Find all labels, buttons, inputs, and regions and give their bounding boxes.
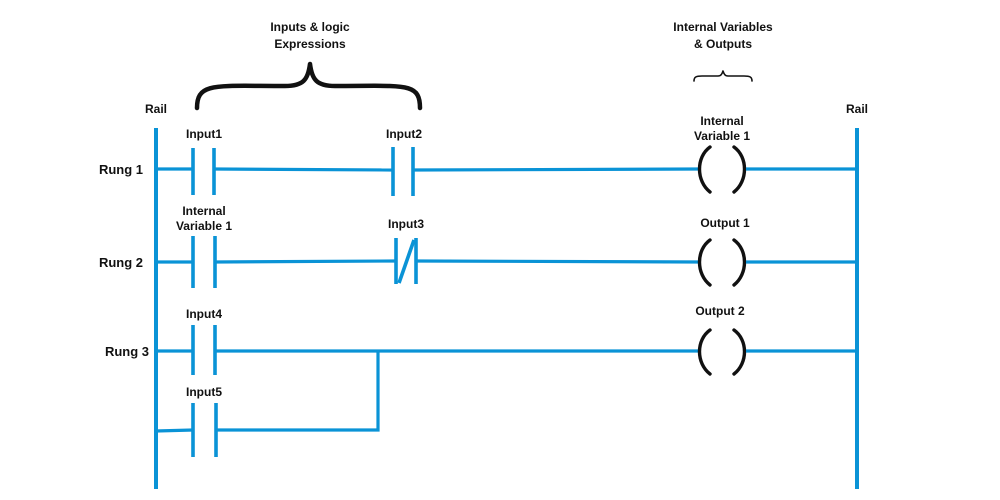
contact-input3-normally-closed	[394, 238, 418, 284]
rung-3: Input4 Input5 Output 2	[155, 304, 857, 457]
wire	[412, 167, 700, 172]
outputs-group-header-line1: Internal Variables	[673, 20, 773, 34]
contact-input1	[191, 148, 216, 195]
rung-1: Input1 Input2 Internal Variable 1	[156, 114, 857, 196]
rung-2-label: Rung 2	[99, 255, 143, 270]
wire	[213, 167, 394, 172]
coil-label-output-2: Output 2	[695, 304, 745, 318]
contact-label-input5: Input5	[186, 385, 222, 399]
inputs-group-header-line1: Inputs & logic	[270, 20, 350, 34]
outputs-group-header-line2: & Outputs	[694, 37, 752, 51]
rung-3-label: Rung 3	[105, 344, 149, 359]
contact-label-input3: Input3	[388, 217, 424, 231]
inputs-group-header-line2: Expressions	[274, 37, 346, 51]
wire	[214, 259, 397, 264]
contact-input4	[191, 325, 217, 375]
contact-input2	[391, 147, 415, 196]
coil-output-2	[697, 328, 747, 376]
contact-label-input2: Input2	[386, 127, 422, 141]
inputs-brace-icon	[194, 61, 423, 111]
branch-wire	[216, 351, 380, 432]
coil-internal-variable-1	[697, 145, 747, 194]
contact-internal-variable-1	[191, 236, 217, 288]
contact-input5	[191, 403, 218, 457]
contact-label-internal-variable-1-line2: Variable 1	[176, 219, 232, 233]
rung-2: Internal Variable 1 Input3 Output 1	[156, 204, 857, 288]
wire	[415, 259, 700, 264]
coil-label-internal-variable-1-line2: Variable 1	[694, 129, 750, 143]
coil-output-1	[697, 238, 747, 287]
branch-wire	[155, 428, 194, 433]
contact-label-internal-variable-1-line1: Internal	[182, 204, 225, 218]
right-rail-label: Rail	[846, 102, 868, 116]
left-rail-label: Rail	[145, 102, 167, 116]
outputs-brace-icon	[693, 70, 753, 82]
contact-label-input4: Input4	[186, 307, 222, 321]
contact-label-input1: Input1	[186, 127, 222, 141]
coil-label-internal-variable-1-line1: Internal	[700, 114, 743, 128]
coil-label-output-1: Output 1	[700, 216, 750, 230]
rung-1-label: Rung 1	[99, 162, 143, 177]
